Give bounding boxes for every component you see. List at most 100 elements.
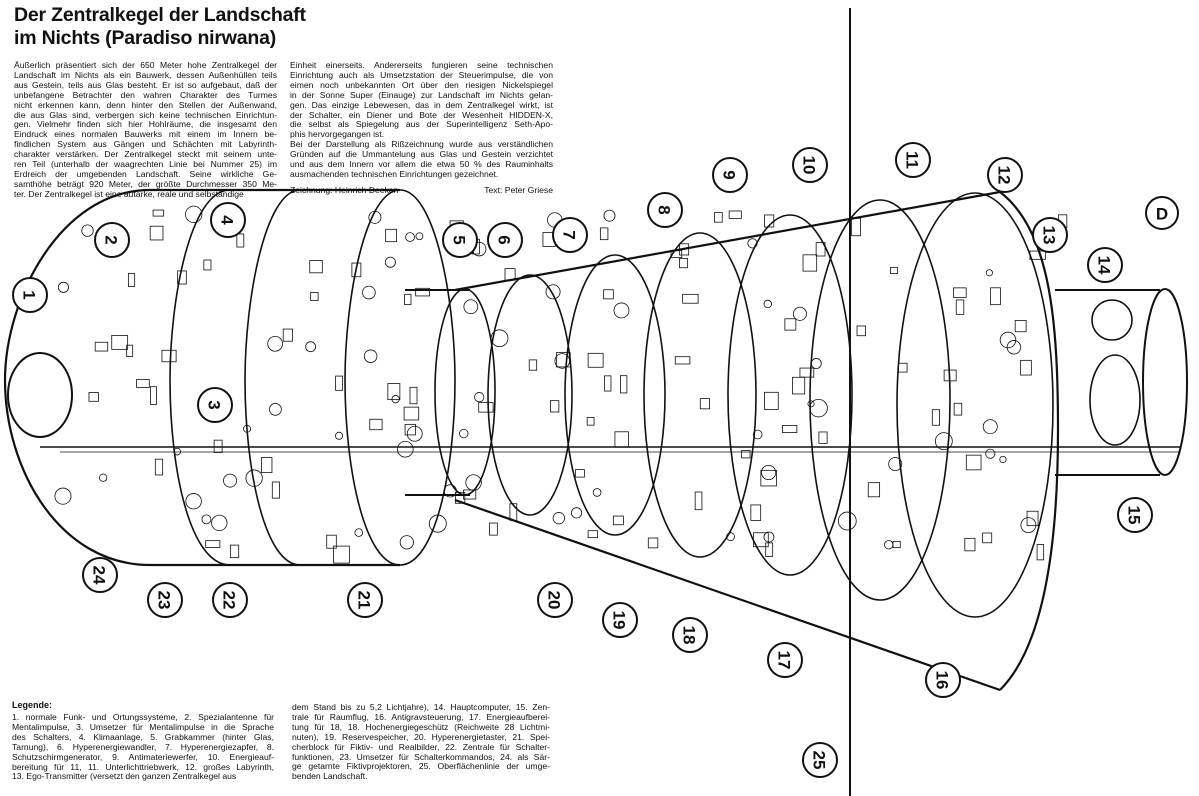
machinery-part [362, 285, 376, 300]
legend-text-right: dem Stand bis zu 5,2 Lichtjahre), 14. Ha… [292, 702, 550, 782]
machinery-part [136, 379, 150, 388]
machinery-part [368, 210, 382, 224]
machinery-part [396, 440, 414, 458]
callout-number: 23 [155, 591, 174, 610]
text-line: ausmachenden technischen Einrichtungen g… [290, 168, 499, 179]
machinery-part [271, 481, 280, 499]
machinery-part [474, 392, 485, 403]
machinery-part [619, 375, 628, 394]
callout-circle [895, 142, 931, 178]
text-line: findlichen System aus Gängen und Schächt… [14, 139, 277, 150]
machinery-part [1029, 250, 1046, 260]
machinery-part [985, 269, 993, 277]
machinery-part [999, 331, 1017, 349]
callout-14: 14 [1087, 247, 1123, 283]
machinery-part [792, 376, 806, 395]
machinery-part [335, 375, 344, 391]
machinery-part [363, 349, 378, 363]
machinery-part [556, 352, 571, 368]
callout-circle [767, 642, 803, 678]
machinery-part [694, 491, 703, 511]
text-line: gen. Das einzige Lebewesen, das in dem Z… [290, 99, 553, 110]
text-line: gen. Vielmehr finden sich hier Hohlräume… [14, 119, 277, 130]
text-line: ge getarnte Fiktivprojektoren, 25. Oberf… [292, 761, 550, 772]
text-line: die aus Glas sind, verbergen sich keine … [14, 109, 277, 120]
callout-number: 2 [102, 235, 121, 244]
machinery-part [554, 353, 570, 369]
text-line: Schutzschirmgenerator, 9. Antimateriewer… [12, 751, 274, 762]
machinery-part [714, 212, 723, 223]
machinery-part [399, 535, 414, 550]
callout-25: 25 [802, 742, 838, 778]
machinery-part [931, 409, 940, 426]
text-line: trale für Raumflug, 16. Antigravsteuerun… [292, 711, 550, 722]
machinery-part [384, 256, 396, 268]
machinery-part [867, 482, 881, 498]
machinery-part [152, 209, 165, 217]
machinery-part [604, 375, 612, 392]
machinery-part [203, 259, 212, 271]
machinery-part [54, 487, 72, 505]
machinery-part [782, 425, 798, 433]
machinery-part [898, 362, 908, 373]
text-line: bereitung für 11, 11. Unterlichttriebwer… [12, 761, 274, 772]
legend-text-left: 1. normale Funk- und Ortungssysteme, 2. … [12, 712, 274, 782]
machinery-part [478, 402, 494, 413]
machinery-part [802, 254, 818, 272]
machinery-part [528, 359, 538, 371]
callout-circle [802, 742, 838, 778]
machinery-part [815, 242, 826, 257]
machinery-part [1020, 517, 1037, 534]
machinery-part [185, 205, 203, 223]
machinery-part [81, 224, 94, 237]
machinery-part [351, 262, 362, 278]
callout-circle [537, 582, 573, 618]
text-line: nicht erkennen kann, denn hinter den Ste… [14, 99, 277, 110]
text-line: und aus dem Innern vor allem die etwa 50… [290, 159, 553, 170]
machinery-part [509, 503, 518, 521]
callout-number: 5 [450, 235, 469, 244]
machinery-part [728, 210, 742, 219]
machinery-part [415, 287, 430, 297]
machinery-part [236, 233, 245, 248]
text-line: Eindruck eines normalen Bauwerks mit ein… [14, 129, 277, 140]
machinery-part [818, 431, 828, 444]
text-credit: Text: Peter Griese [484, 185, 553, 195]
text-line: samthöhe beträgt 920 Meter, der größte D… [14, 178, 277, 189]
text-line: Mentalimpulse, 3. Umsetzer für Mentalimp… [12, 721, 274, 732]
machinery-part [575, 469, 585, 478]
text-line: des Schalters, 4. Klimaanlage, 5. Grabka… [12, 731, 274, 742]
callout-19: 19 [602, 602, 638, 638]
machinery-part [211, 514, 228, 532]
machinery-part [243, 424, 251, 433]
text-line: der Schalter, ein Diener und Bote der We… [290, 109, 553, 120]
callout-number: 6 [495, 235, 514, 244]
callout-22: 22 [212, 582, 248, 618]
text-line: die selbst als Spiegelung aus der Superi… [290, 119, 553, 130]
machinery-part [213, 439, 223, 453]
text-line: Landschaft im Nichts als ein Bauwerk, de… [14, 69, 277, 80]
text-line: cherblock für Fiktiv- und Realbilder, 22… [292, 741, 550, 752]
machinery-part [403, 406, 420, 421]
machinery-part [965, 454, 982, 471]
machinery-part [761, 464, 777, 481]
callout-circle [602, 602, 638, 638]
machinery-part [443, 484, 457, 498]
machinery-part [428, 514, 447, 533]
machinery-part [679, 258, 689, 269]
machinery-part [799, 367, 815, 378]
callout-7: 7 [552, 217, 588, 253]
text-line: 1. normale Funk- und Ortungssysteme, 2. … [12, 712, 274, 722]
text-line: Einrichtung auch als Umsetzstation der S… [290, 69, 553, 80]
machinery-part [1026, 510, 1039, 527]
machinery-part [810, 358, 822, 369]
callout-5: 5 [442, 222, 478, 258]
text-line: charakter verstärken. Der Zentralkegel s… [14, 149, 277, 160]
callout-circle [147, 582, 183, 618]
machinery-part [455, 491, 466, 504]
callout-circle [925, 662, 961, 698]
callout-number: 20 [545, 591, 564, 610]
callout-circle [647, 192, 683, 228]
machinery-part [205, 540, 221, 548]
